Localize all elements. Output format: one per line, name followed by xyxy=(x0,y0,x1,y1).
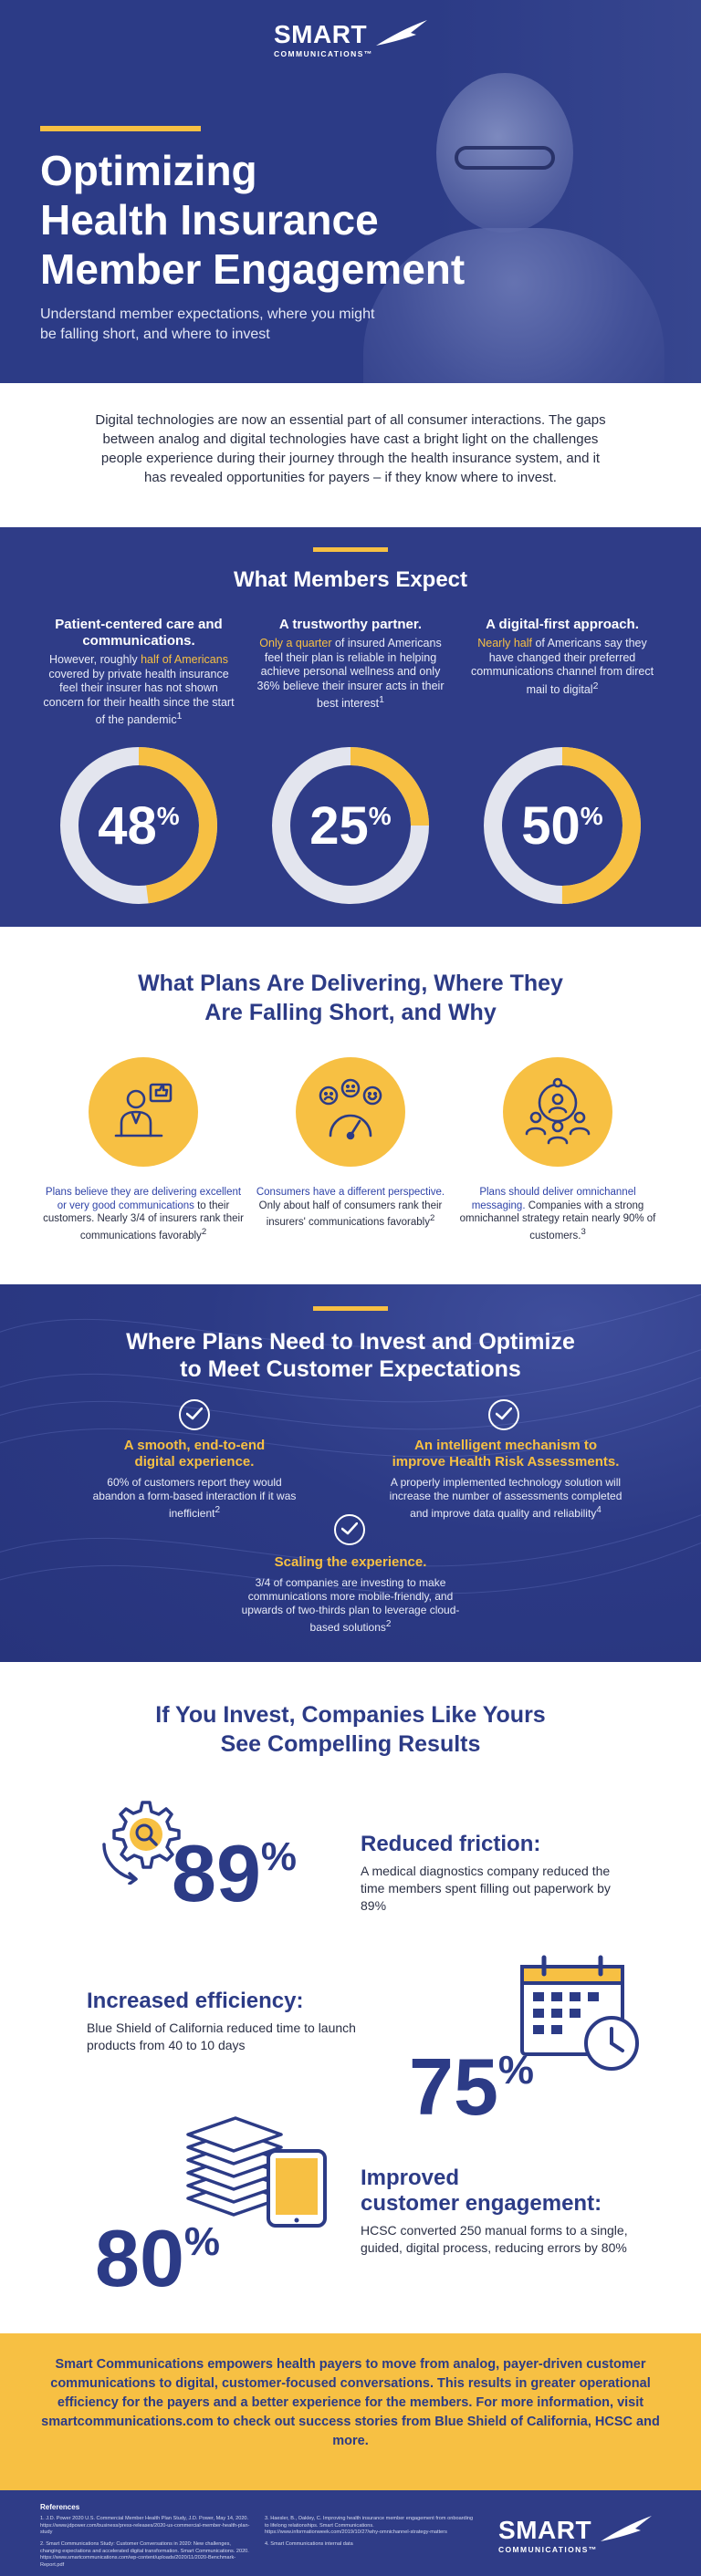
result-heading-increased-efficiency: Increased efficiency: xyxy=(87,1989,304,2013)
checkmark-icon xyxy=(488,1399,519,1430)
donut-value: 50% xyxy=(521,795,603,856)
result-text-reduced-friction: A medical diagnostics company reduced th… xyxy=(361,1864,611,1913)
checkmark-icon xyxy=(179,1399,210,1430)
hero-title-line1: Optimizing xyxy=(40,147,257,194)
members-expect-title: What Members Expect xyxy=(233,567,468,592)
logo-wordmark: SMART xyxy=(274,20,368,48)
donut-chart-50: 50% xyxy=(481,744,643,907)
expect-text: However, roughly half of Americans cover… xyxy=(43,653,235,727)
swoosh-icon xyxy=(376,20,427,46)
checkmark-icon xyxy=(334,1514,365,1545)
expect-text: Only a quarter of insured Americans feel… xyxy=(256,637,445,711)
expect-column-1: Patient-centered care and communications… xyxy=(41,617,236,728)
expect-column-2: A trustworthy partner. Only a quarter of… xyxy=(253,617,448,712)
hero-title: Optimizing Health Insurance Member Engag… xyxy=(40,146,515,294)
footer-brand-logo[interactable]: SMART COMMUNICATIONS™ xyxy=(498,2516,654,2563)
decorative-wave-lines xyxy=(0,1293,701,1594)
result-heading-reduced-friction: Reduced friction: xyxy=(361,1832,541,1856)
members-expect-section: What Members Expect Patient-centered car… xyxy=(0,527,701,927)
expect-text: Nearly half of Americans say they have c… xyxy=(470,637,654,696)
intro-text: Digital technologies are now an essentia… xyxy=(95,412,606,485)
stat-89-percent: 89% xyxy=(172,1828,298,1918)
footer-section: References 1. J.D. Power 2020 U.S. Comme… xyxy=(0,2490,701,2576)
swoosh-icon xyxy=(601,2516,652,2541)
hero-subtitle: Understand member expectations, where yo… xyxy=(40,306,375,342)
logo-wordmark: SMART xyxy=(498,2516,592,2544)
donut-value: 25% xyxy=(309,795,392,856)
result-text-improved-engagement: HCSC converted 250 manual forms to a sin… xyxy=(361,2223,628,2255)
delivering-text-2: Consumers have a different perspective. … xyxy=(256,1187,445,1228)
expect-heading: A trustworthy partner. xyxy=(278,617,423,632)
cta-text: Smart Communications empowers health pay… xyxy=(41,2357,660,2448)
reference-4: 4. Smart Communications internal data xyxy=(265,2541,353,2547)
intro-section: Digital technologies are now an essentia… xyxy=(0,383,701,527)
omnichannel-person-icon xyxy=(503,1057,612,1167)
donut-arc xyxy=(272,747,429,904)
invest-text: 60% of customers report they would aband… xyxy=(92,1476,297,1520)
reference-2: 2. Smart Communications Study: Customer … xyxy=(40,2541,249,2568)
stat-75-percent: 75% xyxy=(409,2041,535,2132)
presenter-thumbs-up-icon xyxy=(89,1057,198,1167)
donut-arc xyxy=(60,747,217,904)
invest-item-3: Scaling the experience. 3/4 of companies… xyxy=(232,1554,469,1635)
section-accent-bar xyxy=(313,547,388,552)
expect-heading: Patient-centered care and communications… xyxy=(55,617,223,649)
hero-title-line2: Health Insurance xyxy=(40,196,379,244)
paper-stack-tablet-icon xyxy=(186,2116,327,2228)
sentiment-gauge-icon xyxy=(296,1057,405,1167)
logo-subtitle: COMMUNICATIONS™ xyxy=(274,49,373,58)
hero-photo xyxy=(318,0,701,383)
call-to-action-section: Smart Communications empowers health pay… xyxy=(0,2333,701,2490)
expect-column-3: A digital-first approach. Nearly half of… xyxy=(465,617,660,697)
result-text-increased-efficiency: Blue Shield of California reduced time t… xyxy=(87,2020,356,2052)
hero-section: SMART COMMUNICATIONS™ Optimizing Health … xyxy=(0,0,701,383)
references-title: References xyxy=(40,2503,80,2511)
person-glasses xyxy=(455,146,555,170)
invest-heading: Scaling the experience. xyxy=(274,1554,427,1570)
donut-value: 48% xyxy=(98,795,180,856)
gear-search-icon xyxy=(102,1801,181,1885)
section-accent-bar xyxy=(313,1306,388,1311)
delivering-text-1: Plans believe they are delivering excell… xyxy=(43,1187,244,1241)
logo-subtitle: COMMUNICATIONS™ xyxy=(498,2545,598,2554)
hero-title-line3: Member Engagement xyxy=(40,245,466,293)
stat-80-percent: 80% xyxy=(95,2213,221,2303)
brand-logo[interactable]: SMART COMMUNICATIONS™ xyxy=(274,20,429,68)
expect-heading: A digital-first approach. xyxy=(486,617,639,632)
invest-text: 3/4 of companies are investing to make c… xyxy=(241,1576,460,1634)
donut-arc xyxy=(484,747,641,904)
donut-chart-25: 25% xyxy=(269,744,432,907)
donut-chart-48: 48% xyxy=(58,744,220,907)
reference-1: 1. J.D. Power 2020 U.S. Commercial Membe… xyxy=(40,2516,250,2536)
hero-accent-bar xyxy=(40,126,201,131)
calendar-clock-icon xyxy=(520,1955,639,2071)
delivering-text-3: Plans should deliver omnichannel messagi… xyxy=(459,1187,656,1241)
person-body xyxy=(363,228,664,383)
invest-text: A properly implemented technology soluti… xyxy=(389,1476,623,1520)
reference-3: 3. Haesler, B., Oakley, C. Improving hea… xyxy=(265,2516,474,2536)
